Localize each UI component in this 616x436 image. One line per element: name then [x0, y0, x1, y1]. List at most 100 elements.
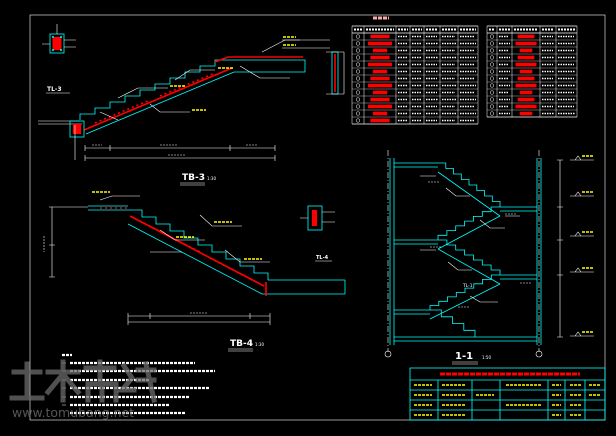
table-row-number	[355, 41, 361, 46]
tb4-title: TB-4	[230, 339, 253, 349]
table-row-number	[489, 34, 495, 39]
watermark-url: www.tomubang.net	[12, 405, 134, 420]
section-floor-2	[394, 239, 438, 245]
table-rebar-shape	[368, 41, 392, 46]
section-axis-lines	[387, 150, 540, 352]
table-rebar-shape	[519, 111, 533, 116]
table-rebar-shape	[517, 55, 535, 60]
table-rebar-shape	[515, 104, 537, 109]
table-rebar-shape	[517, 76, 535, 81]
table-rebar-shape	[515, 41, 537, 46]
tb3-leader-notes	[170, 67, 234, 111]
table-rebar-shape	[370, 76, 390, 81]
section-flight-1	[438, 162, 501, 207]
table-row-number	[489, 83, 495, 88]
tb3-top-rebar	[214, 56, 303, 63]
section-flight-5	[430, 309, 476, 337]
tb3-scale: 1:30	[207, 176, 216, 181]
table-rebar-shape	[370, 34, 390, 39]
section-beam-tags	[428, 181, 532, 308]
tb3-step-profile	[79, 59, 230, 120]
tb3-leader-lines	[99, 39, 300, 121]
section-landing-2	[500, 274, 537, 280]
table-rebar-shape	[372, 48, 388, 53]
tb3-beam-outline	[69, 120, 85, 138]
tb3-slab-outline	[85, 59, 306, 135]
table-row-number	[489, 76, 495, 81]
table-row-number	[489, 62, 495, 67]
stair-detail-tb3: TL-3 TB-3 1:30	[38, 24, 345, 186]
section-leader-lines	[420, 175, 520, 303]
table-row-number	[355, 62, 361, 67]
table-row-number	[489, 111, 495, 116]
section-level-symbols	[570, 155, 594, 337]
tb3-landing-beam-notes	[283, 36, 296, 46]
watermark-glyph	[9, 361, 45, 401]
section-walls	[389, 158, 542, 345]
table-row-number	[489, 97, 495, 102]
section-axis-bubble	[384, 350, 392, 358]
table-row-number	[355, 118, 361, 123]
section-landing-3	[394, 309, 430, 315]
watermark-glyph	[83, 359, 119, 403]
tb3-title: TB-3	[182, 173, 205, 183]
section-axis-bubble	[535, 350, 543, 358]
table-row-number	[489, 104, 495, 109]
table-row-number	[355, 97, 361, 102]
title-block	[409, 367, 606, 421]
section-1-1: TL-1 1-1 1:50	[384, 150, 594, 365]
table-rebar-shape	[372, 111, 388, 116]
stair-detail-tb4: TL-4 TB-4 1:30	[43, 191, 346, 352]
table-row-number	[489, 48, 495, 53]
table-rebar-shape	[517, 34, 535, 39]
section-top-floor	[394, 162, 438, 168]
section-landing-1	[500, 206, 537, 212]
table-rebar-shape	[368, 62, 392, 67]
tb3-landing-beam-leaders	[282, 39, 345, 95]
table-row-number	[355, 90, 361, 95]
table-row-number	[355, 55, 361, 60]
tl4-label: TL-4	[316, 255, 329, 261]
table-row-number	[355, 34, 361, 39]
watermark: www.tomubang.net	[9, 359, 157, 420]
title-block-grid	[410, 379, 605, 420]
section-title: 1-1	[455, 351, 473, 362]
section-scale: 1:50	[482, 355, 491, 360]
table-row-number	[489, 41, 495, 46]
section-flight-3	[438, 239, 501, 275]
table-row-number	[355, 69, 361, 74]
table-row-number	[489, 55, 495, 60]
table-row-number	[489, 69, 495, 74]
table-rebar-shape	[372, 69, 388, 74]
table-rebar-shape	[519, 69, 533, 74]
tl3-rebar-dot	[52, 49, 54, 51]
section-vertical-dimension	[557, 159, 563, 338]
section-title-underline	[452, 361, 478, 365]
tl4-section-fill	[312, 210, 317, 226]
tl3-section-fill	[52, 37, 62, 50]
table-row-number	[355, 76, 361, 81]
tl3-rebar-dot	[60, 49, 62, 51]
drawing-frame	[29, 14, 606, 421]
tb4-leader-lines	[99, 195, 270, 263]
tl4-section-detail	[300, 205, 335, 231]
table-rebar-shape	[372, 90, 388, 95]
tb4-scale: 1:30	[255, 342, 264, 347]
table-row-number	[355, 111, 361, 116]
section-flight-undersides	[429, 171, 501, 320]
section-ground-floor	[394, 336, 537, 342]
tb3-dimension-line-2	[74, 125, 276, 161]
title-block-fields	[414, 384, 601, 416]
section-flight-4	[429, 274, 500, 310]
table-row-number	[355, 83, 361, 88]
table-row-number	[355, 48, 361, 53]
tb4-slab-outline	[127, 223, 346, 295]
tb4-horizontal-dimension	[127, 313, 271, 325]
tb3-dimensions	[74, 125, 276, 161]
table-rebar-shape	[519, 48, 533, 53]
tl4-section-leaders	[300, 211, 335, 223]
table-rebar-shape	[370, 55, 390, 60]
tb4-upper-landing	[88, 205, 128, 211]
section-flight-2	[437, 206, 500, 240]
table-row-number	[489, 90, 495, 95]
